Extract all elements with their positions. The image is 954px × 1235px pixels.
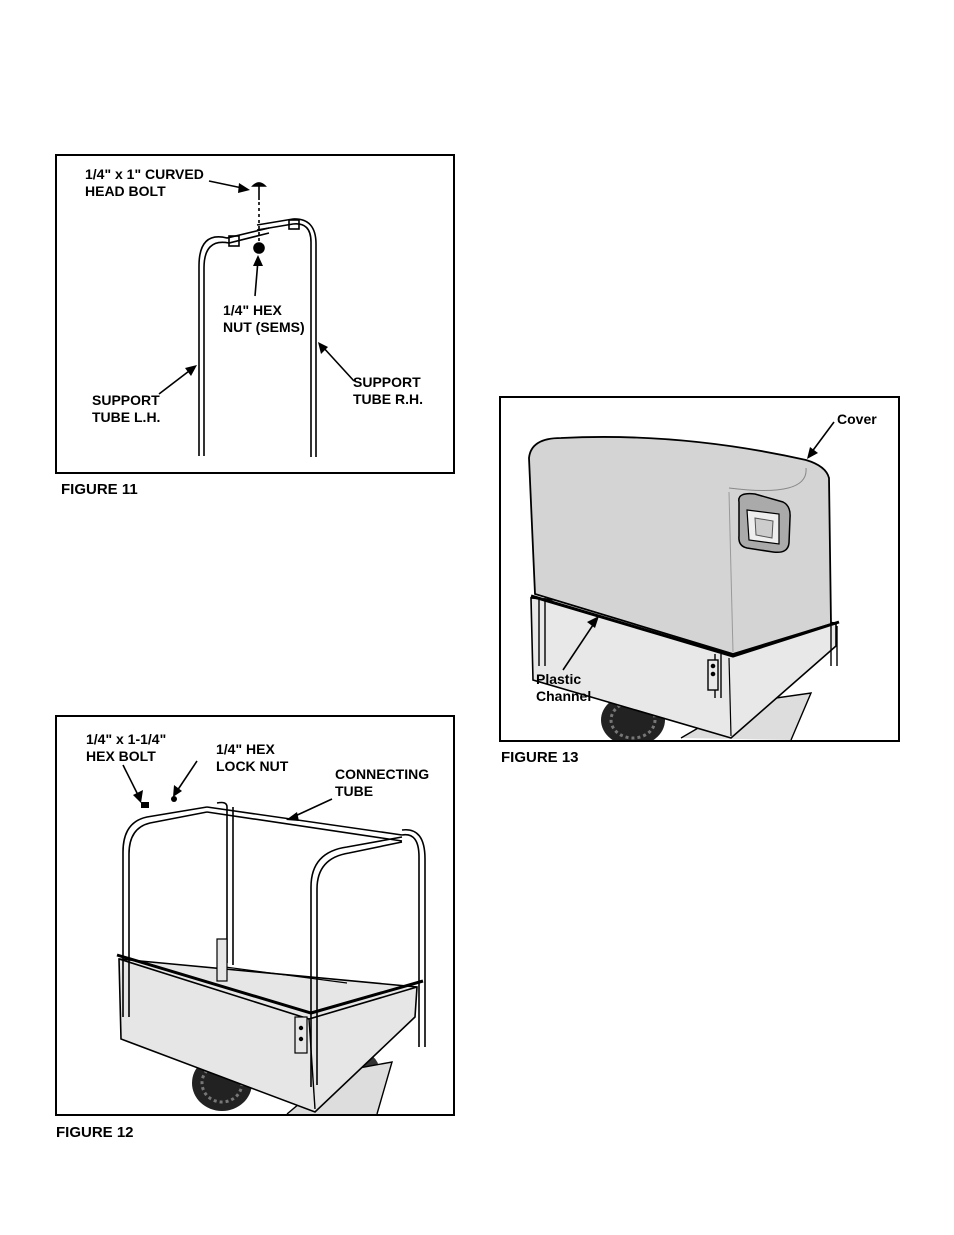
plastic-channel-label: Plastic Channel [536,671,591,705]
hex-nut-sems-label: 1/4" HEX NUT (SEMS) [223,302,305,336]
hex-lock-nut-label: 1/4" HEX LOCK NUT [216,741,288,775]
cover-label: Cover [837,411,877,428]
figure-12-caption: FIGURE 12 [56,1124,134,1142]
figure-12-panel: 1/4" x 1-1/4" HEX BOLT 1/4" HEX LOCK NUT… [55,715,455,1116]
figure-11-panel: 1/4" x 1" CURVED HEAD BOLT 1/4" HEX NUT … [55,154,455,474]
figure-11-caption: FIGURE 11 [61,481,138,499]
connecting-tube-label: CONNECTING TUBE [335,766,429,800]
hex-bolt-label: 1/4" x 1-1/4" HEX BOLT [86,731,166,765]
support-tube-lh-label: SUPPORT TUBE L.H. [92,392,160,426]
support-tube-rh-label: SUPPORT TUBE R.H. [353,374,423,408]
curved-head-bolt-label: 1/4" x 1" CURVED HEAD BOLT [85,166,204,200]
figure-13-panel: Cover Plastic Channel [499,396,900,742]
figure-13-caption: FIGURE 13 [501,749,579,767]
